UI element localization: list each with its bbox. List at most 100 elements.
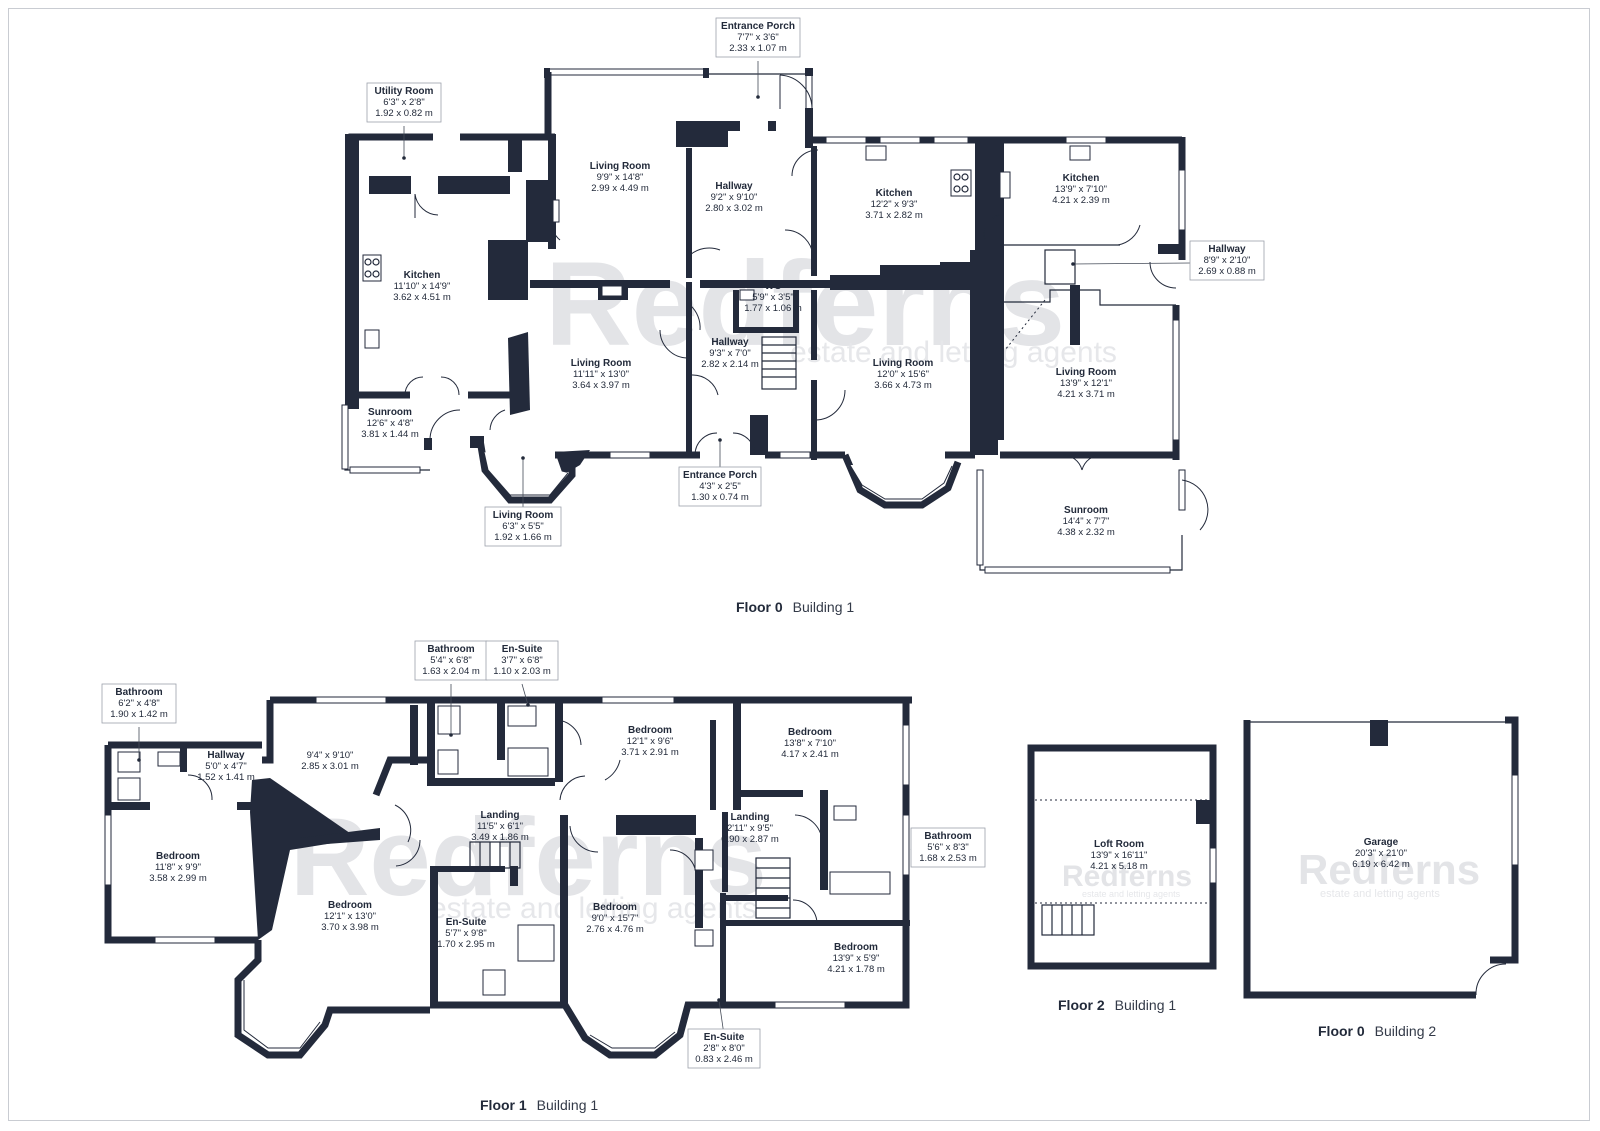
label-box [484,506,562,547]
label-box [101,683,177,724]
label-box [687,1028,761,1069]
room-dimensions-metric: 2.76 x 4.76 m [586,924,644,935]
room-dimensions-metric: 2.80 x 3.02 m [705,203,763,214]
room-dimensions-imperial: 5'7" x 9'8" [445,928,487,939]
room-dimensions-metric: 2.69 x 0.88 m [1198,266,1256,277]
room-dimensions-imperial: 6'3" x 5'5" [502,521,544,532]
room-dimensions-imperial: 14'4" x 7'7" [1063,516,1110,527]
room-dimensions-metric: 1.70 x 2.95 m [437,939,495,950]
room-name: Utility Room [375,86,434,97]
room-name: Bedroom [593,902,637,913]
room-name: Bedroom [328,900,372,911]
room-dimensions-metric: 0.90 x 2.87 m [721,834,779,845]
room-name: En-Suite [502,644,543,655]
svg-text:Redferns: Redferns [1062,860,1192,893]
room-dimensions-metric: 4.38 x 2.32 m [1057,527,1115,538]
room-dimensions-imperial: 9'3" x 7'0" [709,348,751,359]
label-box [1189,240,1265,281]
label-leader-line [521,683,529,706]
room-dimensions-imperial: 13'9" x 5'9" [833,953,880,964]
room-name: Kitchen [404,270,441,281]
room-dimensions-metric: 1.90 x 1.42 m [110,709,168,720]
floor0-garage-walls [1243,716,1519,999]
label-leader-line [1072,262,1191,265]
label-box [366,82,442,123]
room-name: Living Room [1056,367,1117,378]
label-leader-dot [521,456,525,460]
room-dimensions-metric: 3.71 x 2.82 m [865,210,923,221]
label-leader-dot [137,758,141,762]
room-dimensions-metric: 3.62 x 4.51 m [393,292,451,303]
label-box [910,827,986,868]
room-name: Living Room [590,161,651,172]
floor0-building1-walls [341,68,1209,574]
room-dimensions-imperial: 12'1" x 13'0" [324,911,376,922]
room-dimensions-imperial: 9'4" x 9'10" [307,750,354,761]
room-dimensions-imperial: 9'0" x 15'7" [592,913,639,924]
room-dimensions-metric: 1.92 x 0.82 m [375,108,433,119]
label-leader-dot [402,156,406,160]
plan-frame [8,8,1590,1121]
room-dimensions-metric: 4.21 x 5.18 m [1090,861,1148,872]
room-dimensions-metric: 3.70 x 3.98 m [321,922,379,933]
room-name: Entrance Porch [683,470,757,481]
svg-text:Redferns: Redferns [1298,846,1480,893]
room-dimensions-imperial: 8'9" x 2'10" [1204,255,1251,266]
room-dimensions-metric: 2.33 x 1.07 m [729,43,787,54]
room-name: Living Room [873,358,934,369]
room-label: WC5'9" x 3'5"1.77 x 1.06 m [744,281,802,314]
floor2-loft-walls [1027,744,1217,970]
room-dimensions-metric: 4.21 x 1.78 m [827,964,885,975]
room-dimensions-metric: 3.64 x 3.97 m [572,380,630,391]
room-dimensions-metric: 1.63 x 2.04 m [422,666,480,677]
room-name: Bathroom [427,644,474,655]
room-dimensions-metric: 1.77 x 1.06 m [744,303,802,314]
room-name: Bedroom [788,727,832,738]
room-dimensions-imperial: 13'9" x 16'11" [1091,850,1148,861]
room-dimensions-imperial: 2'11" x 9'5" [727,823,773,834]
room-dimensions-metric: 1.92 x 1.66 m [494,532,552,543]
room-dimensions-imperial: 5'9" x 3'5" [752,292,794,303]
room-dimensions-imperial: 11'8" x 9'9" [155,862,201,873]
room-dimensions-imperial: 5'0" x 4'7" [205,761,247,772]
room-name: Kitchen [1063,173,1100,184]
room-dimensions-imperial: 12'6" x 4'8" [367,418,414,429]
room-name: WC [765,281,782,292]
watermark-garage: Redferns estate and letting agents [1298,846,1480,900]
room-dimensions-imperial: 20'3" x 21'0" [1355,848,1407,859]
label-leader-dot [1071,262,1075,266]
room-dimensions-metric: 2.82 x 2.14 m [701,359,759,370]
room-dimensions-imperial: 6'2" x 4'8" [118,698,160,709]
room-dimensions-metric: 3.66 x 4.73 m [874,380,932,391]
watermark-floor0: Redferns estate and letting agents [545,237,1117,371]
room-dimensions-imperial: 11'11" x 13'0" [573,369,629,380]
room-dimensions-metric: 3.81 x 1.44 m [361,429,419,440]
room-name: En-Suite [446,917,487,928]
room-name: Loft Room [1094,839,1144,850]
room-dimensions-metric: 1.68 x 2.53 m [919,853,977,864]
room-name: Landing [481,810,520,821]
room-name: Kitchen [876,188,913,199]
room-name: Sunroom [368,407,412,418]
room-dimensions-metric: 2.99 x 4.49 m [591,183,649,194]
